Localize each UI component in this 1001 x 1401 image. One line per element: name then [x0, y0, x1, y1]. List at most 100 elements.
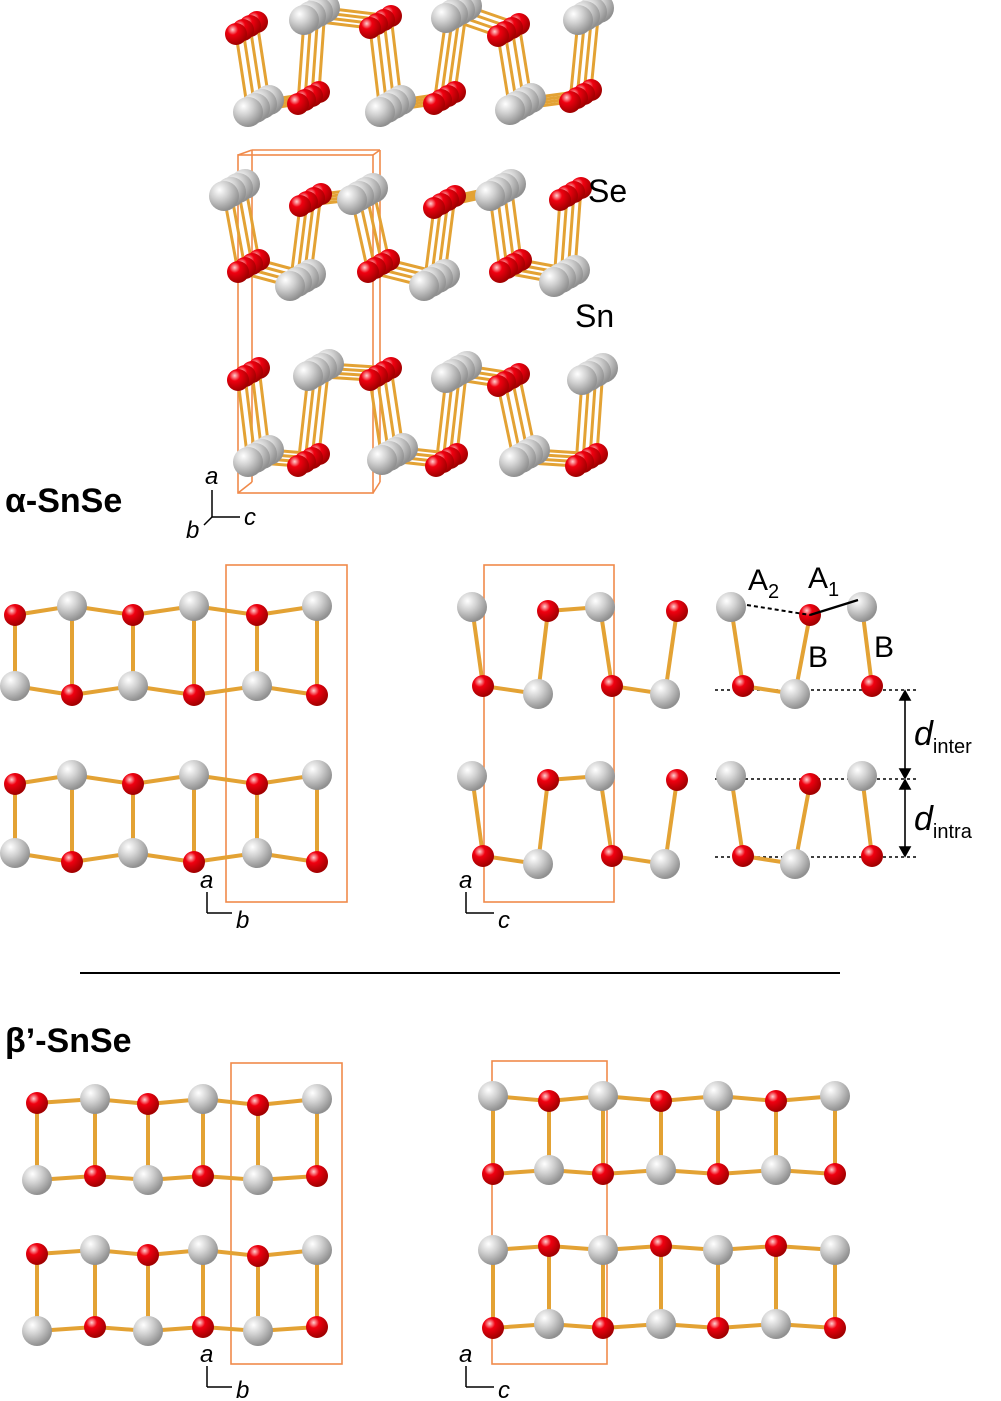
alpha-title: α-SnSe	[5, 482, 122, 520]
se-atom	[306, 1316, 328, 1338]
sn-atom	[780, 679, 810, 709]
sn-atom	[585, 761, 615, 791]
se-atom	[225, 23, 247, 45]
alpha-ac-view: A2 A1 B B dinter dintra a c	[457, 562, 973, 934]
bond-a2-label: A2	[748, 564, 779, 603]
sn-atom	[188, 1235, 218, 1265]
se-atom	[861, 675, 883, 697]
se-atom	[287, 455, 309, 477]
sn-atom	[302, 591, 332, 621]
sn-atom	[585, 592, 615, 622]
se-atom	[765, 1090, 787, 1112]
sn-atom	[431, 363, 461, 393]
d-inter-label: dinter	[914, 715, 972, 758]
sn-atom	[0, 838, 30, 868]
sn-atom	[478, 1235, 508, 1265]
sn-atom	[233, 447, 263, 477]
unit-cell-beta-ac	[491, 1060, 608, 1365]
se-atom	[246, 604, 268, 626]
se-atom	[861, 845, 883, 867]
se-atom	[61, 684, 83, 706]
unit-cell-alpha-ac	[483, 564, 615, 903]
sn-atom	[179, 760, 209, 790]
sn-atom	[523, 679, 553, 709]
sn-atom	[243, 1316, 273, 1346]
axis-b-label: b	[236, 1377, 249, 1401]
sn-atom	[588, 1081, 618, 1111]
bond-markers	[746, 598, 859, 617]
se-atom	[246, 773, 268, 795]
se-atom	[4, 773, 26, 795]
sn-atom	[847, 592, 877, 622]
se-atom	[732, 675, 754, 697]
axes-alpha-ac: a c	[459, 867, 510, 934]
se-atom	[538, 1090, 560, 1112]
se-atom	[26, 1243, 48, 1265]
sn-atom	[534, 1309, 564, 1339]
d-intra-label: dintra	[914, 800, 973, 843]
sn-atom	[820, 1081, 850, 1111]
bond-b-label-right: B	[874, 631, 894, 664]
se-atom	[601, 675, 623, 697]
axes-3d-indicator: a c b	[186, 463, 256, 544]
alpha-3d-view: Se Sn a c b α-SnSe	[5, 0, 627, 544]
sn-atom	[57, 591, 87, 621]
se-atom	[482, 1163, 504, 1185]
axes-alpha-ab: a b	[200, 867, 249, 934]
se-atom	[227, 369, 249, 391]
se-atom	[84, 1316, 106, 1338]
sn-atom	[567, 365, 597, 395]
atom-layers-beta-ac	[478, 1081, 850, 1339]
sn-atom	[820, 1235, 850, 1265]
sn-atom	[716, 592, 746, 622]
label-se: Se	[588, 173, 627, 209]
beta-ac-view: a c	[459, 1060, 850, 1401]
se-atom	[824, 1317, 846, 1339]
sn-atom	[523, 849, 553, 879]
sn-atom	[646, 1309, 676, 1339]
se-atom	[537, 769, 559, 791]
sn-atom	[499, 447, 529, 477]
sn-atom	[233, 97, 263, 127]
axis-c-label: c	[498, 1377, 510, 1401]
se-atom	[247, 1245, 269, 1267]
se-atom	[559, 91, 581, 113]
sn-atom	[365, 97, 395, 127]
axis-a-label: a	[459, 1341, 472, 1368]
sn-atom	[242, 671, 272, 701]
alpha-ab-view: a b	[0, 564, 348, 934]
se-atom	[565, 455, 587, 477]
sn-atom	[80, 1084, 110, 1114]
sn-atom	[431, 3, 461, 33]
unit-cell-alpha-ab	[225, 564, 348, 903]
axis-a-label: a	[200, 867, 213, 894]
sn-atom	[367, 445, 397, 475]
sn-atom	[495, 95, 525, 125]
se-atom	[26, 1092, 48, 1114]
sn-atom	[209, 181, 239, 211]
sn-atom	[780, 849, 810, 879]
label-sn: Sn	[575, 298, 614, 334]
sn-atom	[761, 1155, 791, 1185]
sn-atom	[457, 592, 487, 622]
sn-atom	[588, 1235, 618, 1265]
se-atom	[247, 1094, 269, 1116]
sn-atom	[847, 761, 877, 791]
se-atom	[192, 1316, 214, 1338]
sn-atom	[80, 1235, 110, 1265]
sn-atom	[716, 761, 746, 791]
axis-a-label: a	[200, 1341, 213, 1368]
bond-b-label-left: B	[808, 641, 828, 674]
se-atom	[227, 261, 249, 283]
se-atom	[287, 93, 309, 115]
sn-atom	[179, 591, 209, 621]
se-atom	[306, 1165, 328, 1187]
se-atom	[487, 25, 509, 47]
sn-atom	[188, 1084, 218, 1114]
sn-atom	[539, 267, 569, 297]
se-atom	[423, 93, 445, 115]
sn-atom	[22, 1316, 52, 1346]
se-atom	[425, 455, 447, 477]
se-atom	[707, 1317, 729, 1339]
se-atom	[707, 1163, 729, 1185]
